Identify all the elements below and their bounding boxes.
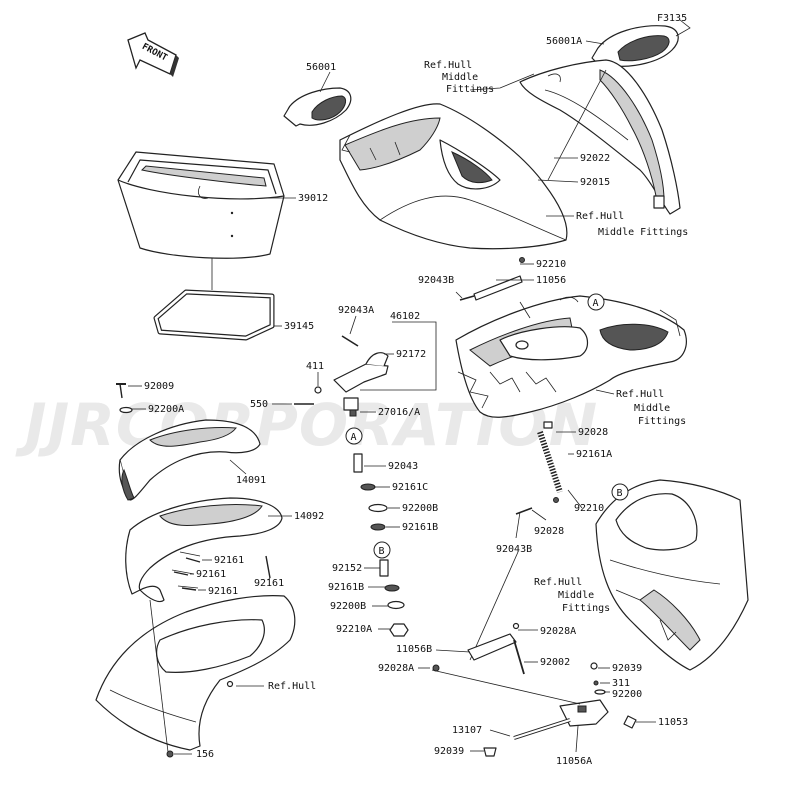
label-92043B-mid: 92043B [496, 544, 532, 555]
label-11053: 11053 [658, 717, 688, 728]
label-92028A-1: 92028A [540, 626, 576, 637]
part-14092-deck-cover [125, 497, 283, 603]
label-92200: 92200 [612, 689, 642, 700]
label-92161-a: 92161 [214, 555, 244, 566]
label-ref-hull-bottom-middle: Middle [558, 590, 594, 601]
label-ref-hull-mid: Ref.Hull [576, 211, 624, 222]
label-92210A: 92210A [336, 624, 372, 635]
part-rear-hull-fitting [519, 59, 681, 215]
label-92028-top: 92028 [578, 427, 608, 438]
label-ref-hull-top-fittings: Fittings [446, 84, 494, 95]
label-ref-hull-bottom: Ref.Hull [534, 577, 582, 588]
label-39145: 39145 [284, 321, 314, 332]
label-92028A-2: 92028A [378, 663, 414, 674]
label-56001: 56001 [306, 62, 336, 73]
label-ref-hull-top: Ref.Hull [424, 60, 472, 71]
svg-text:A: A [593, 298, 599, 309]
label-92022: 92022 [580, 153, 610, 164]
label-92043B-top: 92043B [418, 275, 454, 286]
label-92161A: 92161A [576, 449, 612, 460]
label-11056: 11056 [536, 275, 566, 286]
label-92161-b: 92161 [196, 569, 226, 580]
label-ref-hull-right: Ref.Hull [616, 389, 664, 400]
part-middle-fitting-cover [339, 103, 568, 250]
label-92172: 92172 [396, 349, 426, 360]
part-56001 [283, 87, 352, 127]
label-ref-hull-bottom-fittings: Fittings [562, 603, 610, 614]
part-front-hull-lower [95, 595, 296, 751]
label-92161B-2: 92161B [328, 582, 364, 593]
label-92161-c: 92161 [254, 578, 284, 589]
label-ref-hull-right-fittings: Fittings [638, 416, 686, 427]
label-ref-hull-right-middle: Middle [634, 403, 670, 414]
label-92002: 92002 [540, 657, 570, 668]
svg-text:B: B [617, 488, 623, 499]
svg-text:A: A [351, 432, 357, 443]
label-92200A: 92200A [148, 404, 184, 415]
front-arrow-icon: FRONT [127, 32, 179, 77]
callout-A-top: A [587, 293, 605, 311]
label-39012: 39012 [298, 193, 328, 204]
label-92043A: 92043A [338, 305, 374, 316]
label-92210-right: 92210 [574, 503, 604, 514]
label-14092: 14092 [294, 511, 324, 522]
figure-code: F3135 [657, 13, 687, 24]
label-92039-1: 92039 [612, 663, 642, 674]
label-56001A: 56001A [546, 36, 582, 47]
part-39145-gasket [153, 289, 275, 341]
part-39012-storage-bin [117, 151, 285, 259]
label-ref-hull-mid-fittings: Middle Fittings [598, 227, 688, 238]
label-92039-2: 92039 [434, 746, 464, 757]
label-411: 411 [306, 361, 324, 372]
label-92210-top: 92210 [536, 259, 566, 270]
label-ref-hull: Ref.Hull [268, 681, 316, 692]
callout-A-bottom: A [345, 427, 363, 445]
label-92161B-1: 92161B [402, 522, 438, 533]
part-46102-bracket [333, 352, 389, 417]
part-labels: 56001A 56001 Ref.Hull Middle Fittings 92… [144, 36, 688, 767]
label-92161C: 92161C [392, 482, 428, 493]
label-92015: 92015 [580, 177, 610, 188]
label-27016A: 27016/A [378, 407, 420, 418]
part-14091-deck-cover [118, 419, 261, 501]
label-11056B: 11056B [396, 644, 432, 655]
label-92200B-1: 92200B [402, 503, 438, 514]
label-11056A: 11056A [556, 756, 592, 767]
label-550: 550 [250, 399, 268, 410]
part-cable-hardware [116, 257, 637, 758]
callout-B-left: B [373, 541, 391, 559]
label-ref-hull-top-middle: Middle [442, 72, 478, 83]
label-92009: 92009 [144, 381, 174, 392]
label-92200B-2: 92200B [330, 601, 366, 612]
part-middle-hull-section [455, 295, 687, 418]
label-92152: 92152 [332, 563, 362, 574]
label-311: 311 [612, 678, 630, 689]
label-92161-d: 92161 [208, 586, 238, 597]
svg-text:B: B [379, 546, 385, 557]
label-156: 156 [196, 749, 214, 760]
label-92028-mid: 92028 [534, 526, 564, 537]
label-46102: 46102 [390, 311, 420, 322]
callout-B-right: B [611, 483, 629, 501]
label-14091: 14091 [236, 475, 266, 486]
part-lower-hull-right [595, 479, 749, 671]
leader-lines [128, 19, 691, 755]
label-13107: 13107 [452, 725, 482, 736]
label-92043: 92043 [388, 461, 418, 472]
